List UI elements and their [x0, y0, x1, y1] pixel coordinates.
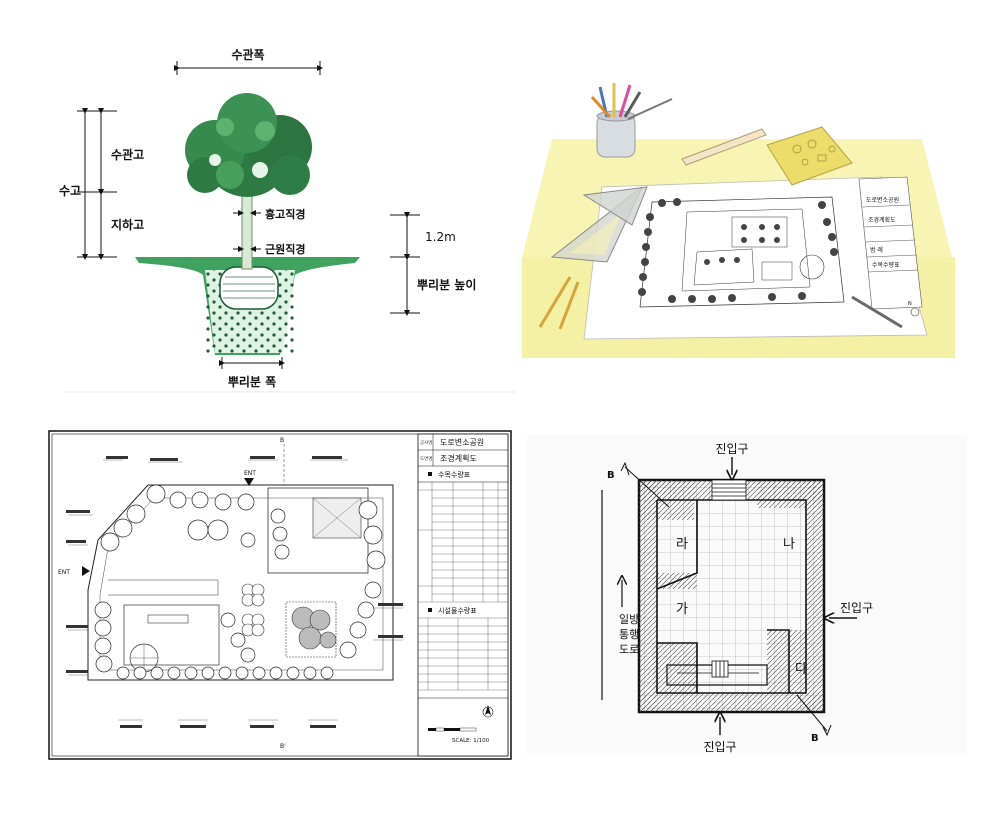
site-boundary — [87, 484, 394, 681]
desk-title-block: 도로변소공원 조경계획도 범 례 수목수량표 — [858, 176, 923, 310]
desk-title-line-4: 수목수량표 — [872, 262, 900, 269]
zone-ga: 가 — [676, 602, 688, 617]
drafting-pen — [851, 295, 903, 329]
plan-entry-top: ENT — [244, 470, 256, 477]
plan-trees — [94, 484, 386, 680]
plan-drawing-label: 도면명 — [420, 455, 432, 462]
drafting-desk-panel: 도로변소공원 조경계획도 범 례 수목수량표 — [522, 77, 955, 358]
crown-height-label: 수관고 — [111, 147, 144, 162]
chest-height-label: 1.2m — [425, 230, 456, 244]
svg-text:B': B' — [280, 743, 286, 750]
plan-scale-label: SCALE: 1/100 — [452, 738, 490, 744]
plan-tree-table-title: 수목수량표 — [438, 471, 471, 479]
crown-width-label: 수관폭 — [231, 47, 264, 62]
landscape-plan-panel: ENT ENT B B' 공사명 도로변소공원 도면명 조경계획도 수목수량표 … — [48, 430, 512, 760]
pencil-1 — [538, 276, 572, 328]
tree-trunk — [241, 184, 253, 270]
section-b-top: B — [607, 470, 615, 481]
desk-title-line-3: 범 례 — [870, 246, 883, 254]
zone-ra: 라 — [676, 537, 688, 552]
plan-facility-table: 시설물수량표 — [418, 607, 508, 691]
drafting-desk-scene: 도로변소공원 조경계획도 범 례 수목수량표 — [522, 83, 955, 358]
plan-entry-left: ENT — [58, 569, 70, 576]
zone-boundaries — [656, 499, 807, 694]
clear-height-label: 지하고 — [111, 217, 144, 232]
zone-da: 다 — [795, 662, 807, 677]
plan-clover-planting — [241, 583, 265, 637]
section-b-bottom: B — [811, 733, 819, 744]
landscape-plan-drawing: ENT ENT B B' 공사명 도로변소공원 도면명 조경계획도 수목수량표 … — [48, 430, 512, 760]
rootball-width-label: 뿌리분 폭 — [228, 374, 276, 389]
road-label-3: 도로 — [619, 643, 639, 656]
plan-shade-tree-cluster — [285, 601, 337, 658]
site-grid-plan: B B 라 나 가 다 진입구 진입구 진입구 일방 통행 도로 — [601, 442, 873, 754]
desk-title-line-2: 조경계획도 — [868, 216, 896, 224]
plan-title-block: 공사명 도로변소공원 도면명 조경계획도 수목수량표 — [417, 433, 509, 757]
entrance-stairs — [711, 479, 747, 678]
tree-crown — [185, 93, 312, 197]
svg-text:B: B — [280, 437, 284, 444]
desk-plan-drawing — [639, 196, 845, 308]
set-square-top — [582, 186, 648, 226]
root-ball — [219, 266, 279, 310]
planting-strip-hatch — [639, 480, 824, 712]
tree-diagram-panel: 수관폭 수고 수관고 지하고 흉고직경 근원직경 1.2m 뿌리분 높이 뿌리분… — [55, 35, 525, 400]
road-label-2: 통행 — [619, 628, 639, 641]
plan-scale-bar: SCALE: 1/100 — [418, 697, 508, 744]
pencil-cup — [590, 83, 673, 158]
scale-ruler — [681, 128, 767, 166]
plan-annotations — [68, 459, 403, 721]
plan-project-name: 도로변소공원 — [440, 437, 484, 447]
site-grid-plan-panel: B B 라 나 가 다 진입구 진입구 진입구 일방 통행 도로 — [527, 435, 967, 755]
entrance-top-label: 진입구 — [715, 442, 748, 456]
tree-diagram: 수관폭 수고 수관고 지하고 흉고직경 근원직경 1.2m 뿌리분 높이 뿌리분… — [59, 47, 515, 393]
root-diameter-label: 근원직경 — [265, 242, 305, 256]
desk-plan-trees — [638, 198, 838, 303]
desk-title-line-1: 도로변소공원 — [866, 196, 899, 204]
zone-na: 나 — [783, 537, 795, 552]
plan-facility-table-title: 시설물수량표 — [438, 607, 477, 615]
plan-project-label: 공사명 — [420, 439, 432, 446]
plan-drawing-name: 조경계획도 — [440, 453, 477, 463]
rootball-height-label: 뿌리분 높이 — [417, 277, 476, 292]
tree-height-label: 수고 — [59, 184, 81, 198]
chest-diameter-label: 흉고직경 — [265, 207, 305, 221]
entrance-bottom-label: 진입구 — [703, 740, 736, 754]
entrance-right-label: 진입구 — [840, 601, 873, 615]
road-label-1: 일방 — [619, 612, 639, 626]
plan-plaza — [123, 604, 220, 666]
svg-text:N: N — [908, 301, 912, 307]
drafting-template — [766, 126, 853, 186]
pencil-2 — [558, 281, 580, 330]
plan-tree-table — [418, 482, 508, 603]
